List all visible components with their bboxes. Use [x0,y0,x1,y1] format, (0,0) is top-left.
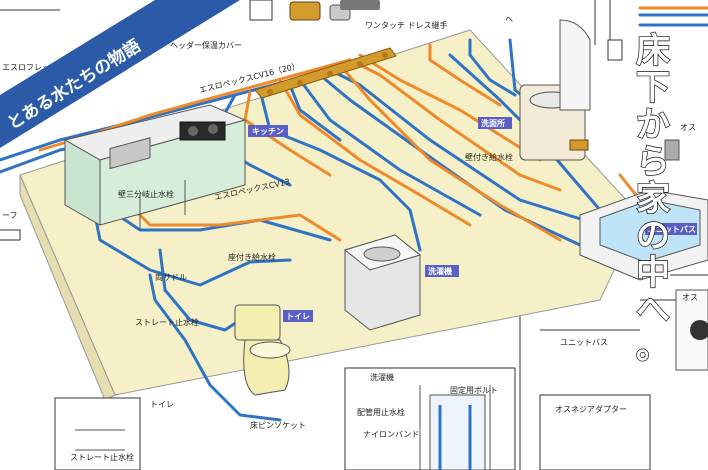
label-saddle: 両サドル [155,273,187,282]
blue-pipes [0,13,708,422]
kitchen-counter [63,104,247,230]
header-manifold [254,47,397,99]
headline-char: 中 [636,253,670,293]
headline-char: 。 [636,327,670,367]
tag-kitchen: キッチン [248,125,288,137]
label-header-small: ヘ [505,15,513,24]
label-os: オス [680,123,696,132]
tag-laundry: 洗濯機 [425,265,459,277]
label-connector: ワンタッチ ドレス継手 [365,20,448,30]
label-straight-small: ストレート止水栓 [70,452,134,462]
label-unitbath-small: ユニットバス [560,338,608,347]
label-flex-short: ーフ [2,211,18,220]
right-faucet [569,139,680,161]
detail-box-inner [75,385,491,470]
label-fixed-faucet-3: 壁付き給水栓 [465,152,513,162]
tag-toilet-text: トイレ [286,312,310,321]
tag-bath: ユニットバス [645,223,697,235]
headline-char: へ [636,290,670,330]
label-straight-valve: ストレート止水栓 [135,317,199,327]
label-pipe-support: 配管用止水栓 [357,407,405,417]
headline-char: の [636,216,670,256]
label-fixed-faucet-1: 壁三分岐止水栓 [118,189,174,199]
label-cover: ヘッダー保温カバー [170,40,242,50]
label-socket: 床ピンソケット [250,420,306,430]
top-fittings [289,0,380,21]
headline-char: 下 [636,68,670,108]
tag-bath-text: ユニットバス [648,225,696,234]
tag-kitchen-text: キッチン [252,127,284,136]
toilet [234,304,291,396]
tag-toilet: トイレ [283,310,313,322]
label-flex: エスロフレックス [2,63,66,72]
label-band: ナイロンバンド [363,430,419,439]
headline-char: 床 [636,31,670,71]
tag-wash: 洗面所 [478,117,512,129]
headline-char: か [636,105,670,145]
label-fixed-faucet-2: 座付き給水栓 [228,252,276,262]
tag-laundry-text: 洗濯機 [428,266,452,276]
tag-wash-text: 洗面所 [481,118,505,128]
label-wash-small: 洗濯機 [370,372,394,382]
room-tags: キッチン 洗面所 洗濯機 トイレ ユニットバス [248,117,697,322]
label-adapter: オスネジアダプター [555,404,627,414]
headline-char: ら [636,142,670,182]
washing-machine [343,234,422,331]
washbasin [519,19,591,161]
label-os-2: オス [682,293,698,302]
headline-char: 家 [636,179,670,219]
label-toilet-small: トイレ [150,400,174,409]
label-fixed-bolt: 固定用ボルト [450,385,498,395]
